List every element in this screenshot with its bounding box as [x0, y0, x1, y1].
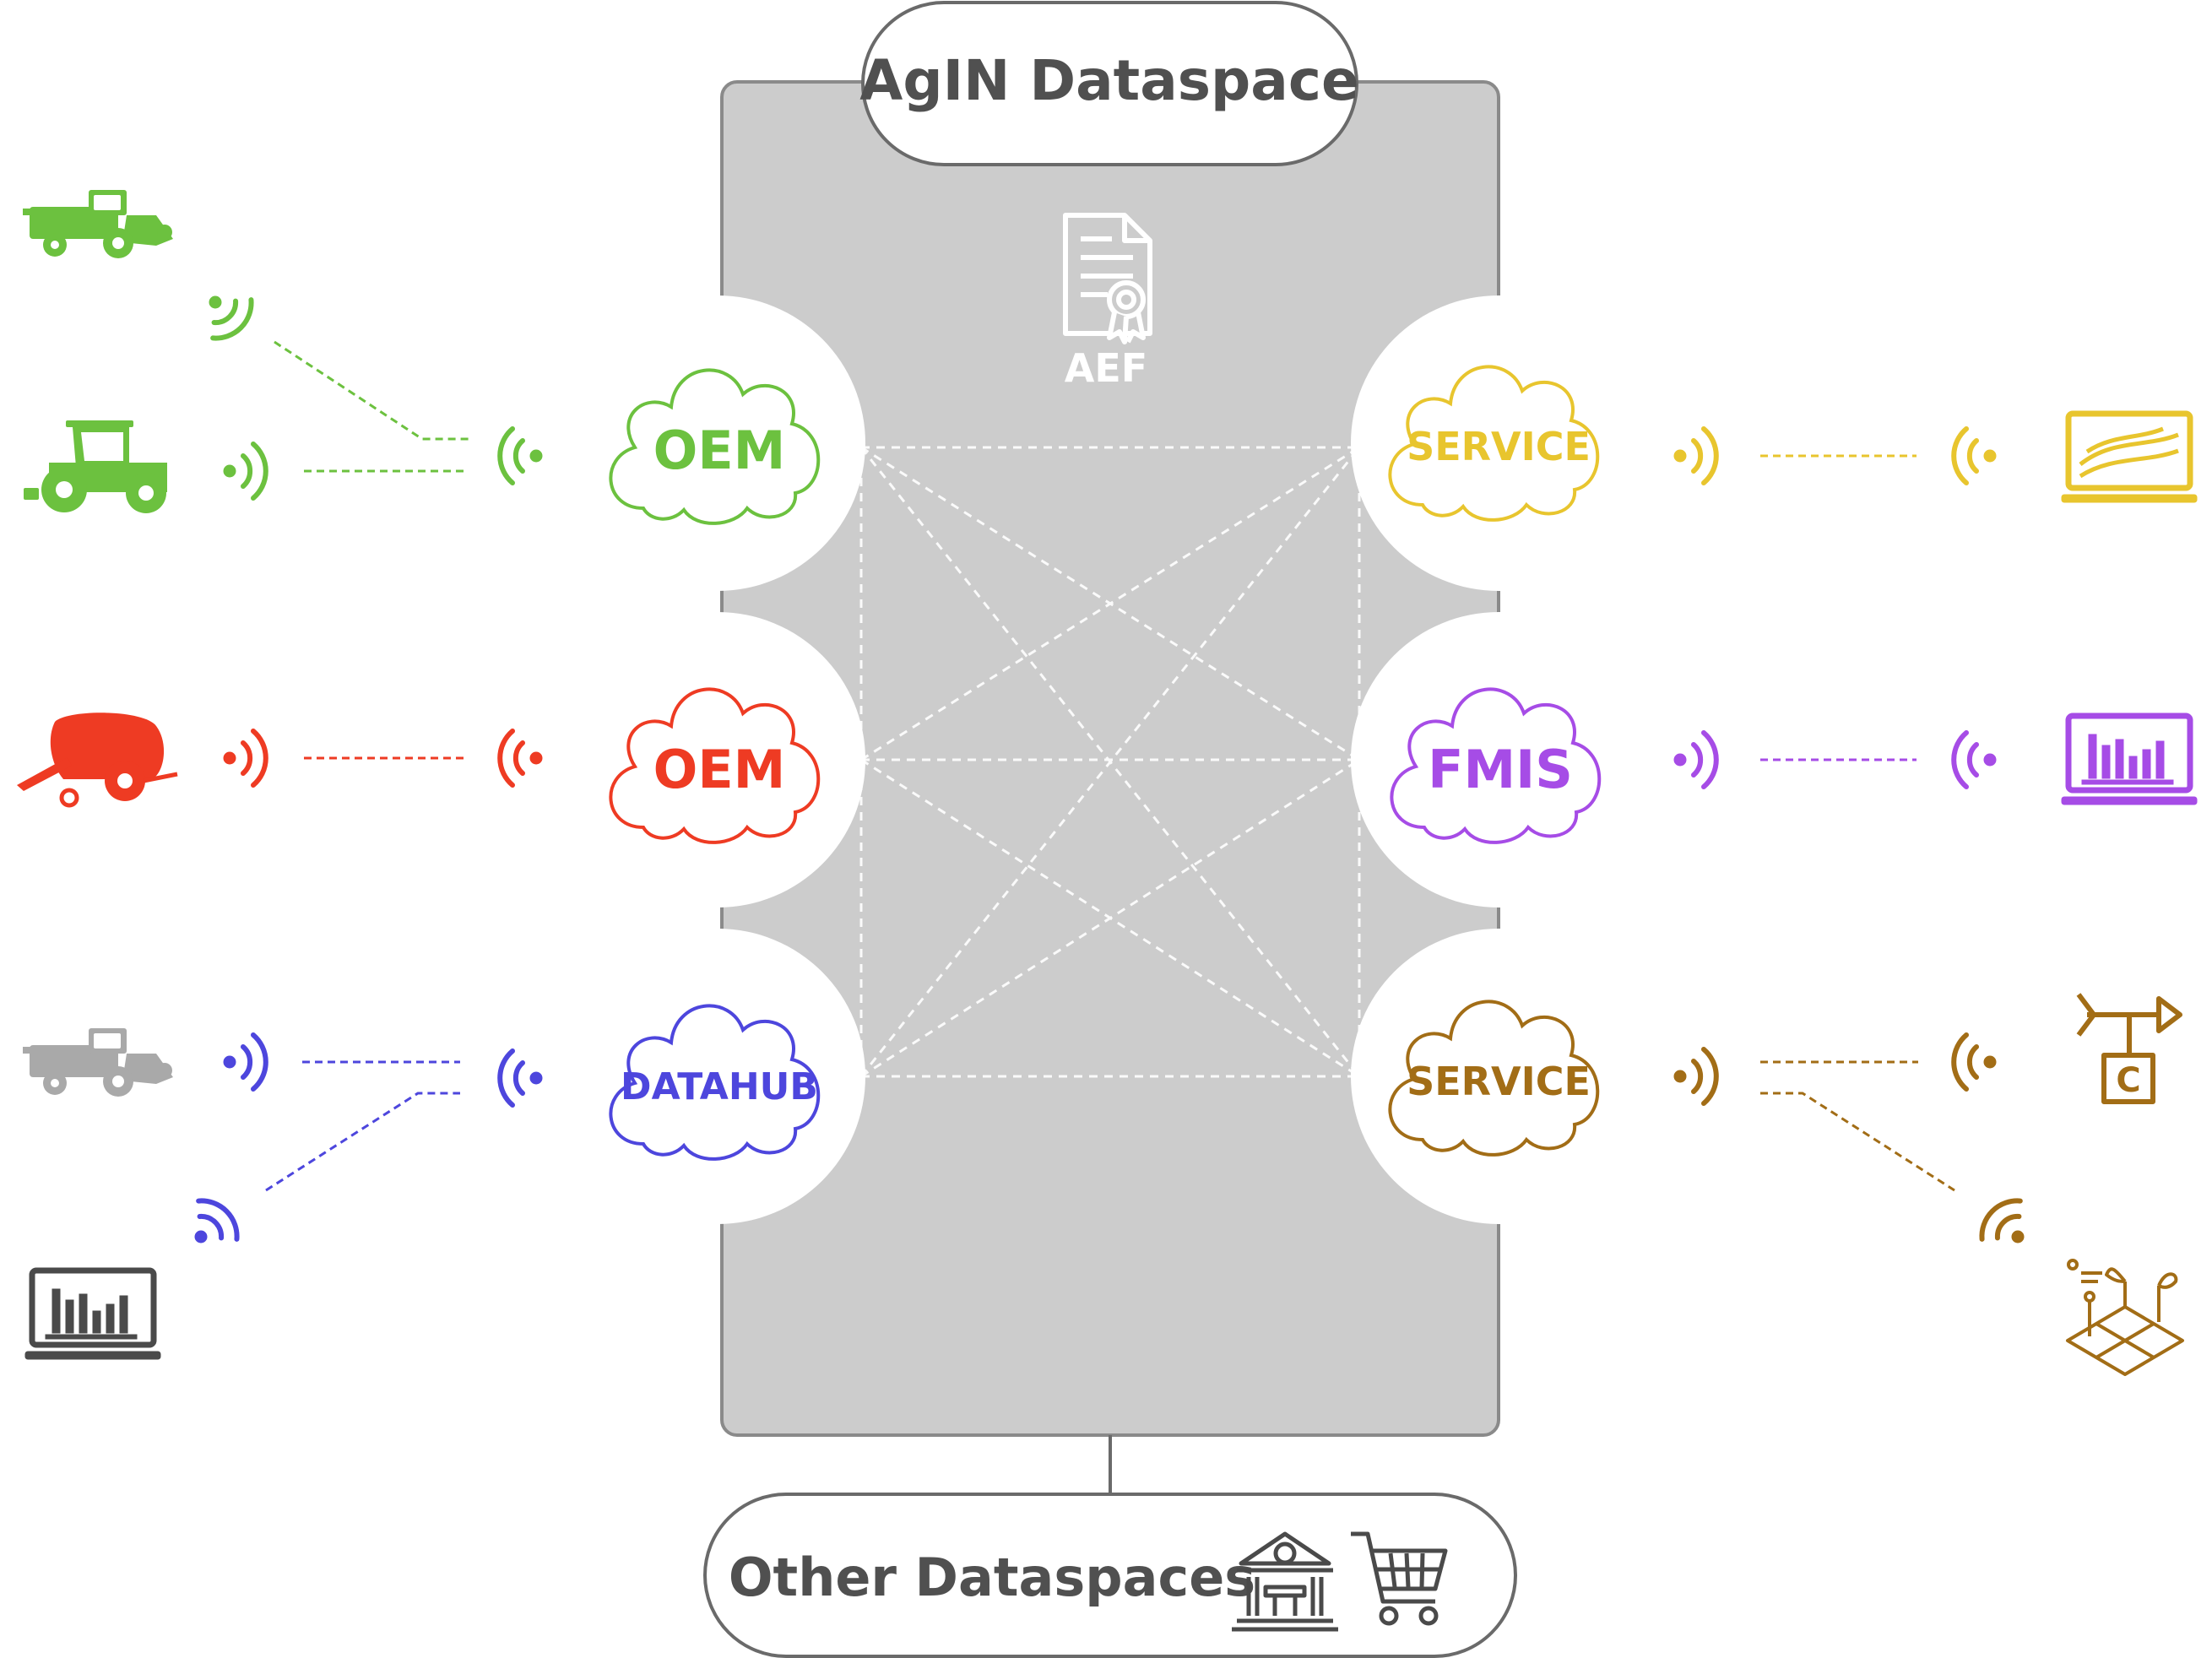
- certificate-icon: [1063, 213, 1152, 344]
- svg-text:SERVICE: SERVICE: [1407, 1059, 1591, 1104]
- cloud-oem-red: OEM: [609, 687, 821, 844]
- wifi-icon: [500, 1051, 542, 1105]
- page-title: AgIN Dataspace: [859, 48, 1358, 113]
- wifi-icon: [224, 731, 266, 785]
- wifi-icon: [500, 731, 542, 785]
- title-pill: [861, 1, 1358, 166]
- laptop-field-icon: [2061, 410, 2198, 503]
- cloud-datahub: DATAHUB: [609, 1004, 821, 1161]
- svg-text:C: C: [2116, 1061, 2140, 1100]
- cloud-service-brown: SERVICE: [1388, 1000, 1600, 1157]
- wifi-icon: [1973, 1192, 2041, 1260]
- wifi-icon: [1674, 733, 1716, 787]
- laptop-chart-icon: [2062, 716, 2197, 805]
- combine-harvester-icon: [23, 1028, 173, 1097]
- brown-links: [1760, 1060, 1955, 1192]
- other-dataspaces-label: Other Dataspaces: [729, 1547, 1255, 1608]
- cloud-oem-green: OEM: [609, 368, 821, 525]
- weather-station-icon: C: [2076, 993, 2182, 1104]
- svg-text:FMIS: FMIS: [1428, 739, 1573, 800]
- connection-mesh: [859, 446, 1361, 1078]
- wifi-icon: [177, 1192, 245, 1260]
- bank-icon: [1232, 1531, 1338, 1632]
- cloud-fmis: FMIS: [1390, 687, 1602, 844]
- wifi-icon: [1954, 429, 1996, 483]
- smart-farming-icon: [2066, 1259, 2184, 1376]
- wifi-icon: [1674, 429, 1716, 483]
- wifi-icon: [1954, 1035, 1996, 1089]
- wifi-icon: [500, 429, 542, 483]
- svg-text:SERVICE: SERVICE: [1407, 424, 1591, 469]
- baler-icon: [17, 713, 178, 808]
- wifi-icon: [1954, 733, 1996, 787]
- wifi-icon: [224, 444, 266, 498]
- aef-label: AEF: [1065, 345, 1147, 391]
- wifi-icon: [1674, 1049, 1716, 1103]
- green-links: [274, 340, 469, 473]
- cloud-service-yellow: SERVICE: [1388, 365, 1600, 522]
- wifi-icon: [192, 279, 259, 346]
- svg-text:OEM: OEM: [653, 739, 786, 800]
- combine-harvester-icon: [23, 190, 173, 258]
- svg-text:OEM: OEM: [653, 420, 786, 481]
- svg-text:DATAHUB: DATAHUB: [621, 1065, 818, 1108]
- shopping-cart-icon: [1351, 1531, 1448, 1626]
- wifi-icon: [224, 1035, 266, 1089]
- tractor-icon: [24, 420, 167, 513]
- blue-links: [265, 1060, 460, 1192]
- laptop-chart-icon: [25, 1271, 160, 1359]
